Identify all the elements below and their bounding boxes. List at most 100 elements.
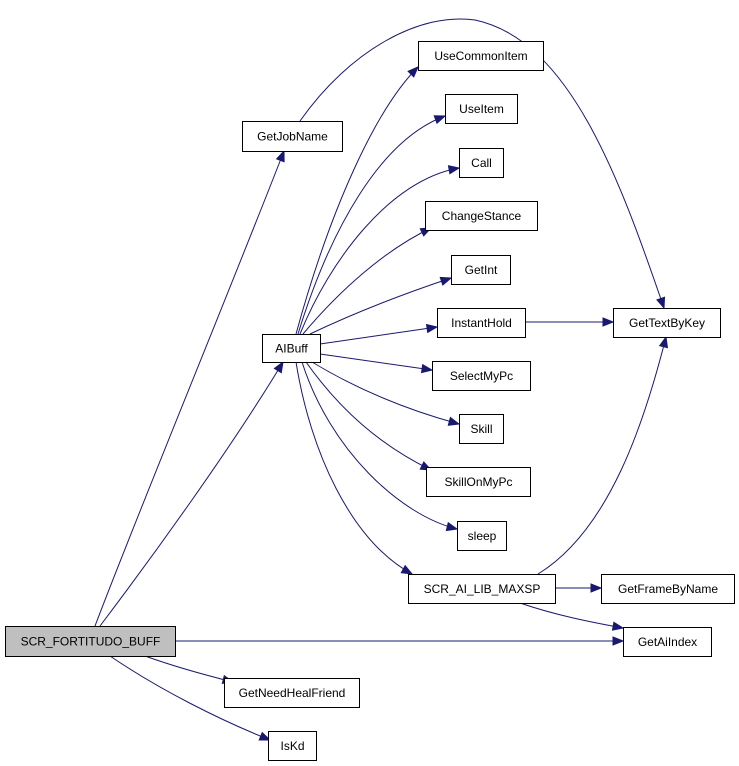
edge-line (299, 18, 665, 309)
arrowhead-icon (611, 621, 625, 631)
node-label: GetTextByKey (629, 316, 705, 330)
node-box[interactable] (262, 334, 321, 363)
arrowhead-icon (447, 165, 461, 175)
node-box[interactable] (5, 626, 176, 657)
node-box[interactable] (418, 41, 544, 71)
node-label: GetFrameByName (618, 582, 718, 596)
node-sleep[interactable]: sleep (457, 521, 507, 551)
node-label: Skill (470, 422, 492, 436)
node-label: sleep (468, 529, 497, 543)
edge-line (302, 227, 432, 335)
arrowhead-icon (447, 416, 461, 426)
node-label: SCR_FORTITUDO_BUFF (21, 635, 161, 649)
edge-line (295, 66, 419, 335)
arrowhead-icon (658, 335, 669, 349)
node-box[interactable] (408, 574, 556, 604)
edge-line (297, 115, 446, 335)
node-skill[interactable]: Skill (459, 414, 504, 444)
node-box[interactable] (601, 574, 735, 604)
node-getframebyname[interactable]: GetFrameByName (601, 574, 735, 604)
edge-GetJobName-to-GetTextByKey (299, 18, 666, 310)
edge-AIBuff-to-sleep (301, 361, 459, 532)
edge-AIBuff-to-ChangeStance (302, 227, 433, 335)
arrowhead-icon (656, 296, 666, 310)
node-box[interactable] (437, 308, 526, 338)
edge-AIBuff-to-SCR_AI_LIB_MAXSP (295, 361, 414, 575)
node-scr-ai-lib-maxsp[interactable]: SCR_AI_LIB_MAXSP (408, 574, 556, 604)
edge-AIBuff-to-SkillOnMyPc (305, 361, 433, 471)
edge-InstantHold-to-GetTextByKey (525, 317, 615, 327)
edges-layer (94, 18, 669, 741)
edge-line (295, 361, 413, 575)
node-selectmypc[interactable]: SelectMyPc (432, 361, 531, 391)
edge-SCR_FORTITUDO_BUFF-to-GetNeedHealFriend (144, 655, 235, 685)
arrowhead-icon (420, 363, 434, 374)
node-box[interactable] (445, 94, 518, 124)
node-scr-fortitudo-buff[interactable]: SCR_FORTITUDO_BUFF (5, 626, 176, 657)
node-aibuff[interactable]: AIBuff (262, 334, 321, 363)
edge-AIBuff-to-Skill (311, 361, 461, 426)
node-iskd[interactable]: IsKd (268, 731, 317, 761)
node-box[interactable] (623, 627, 712, 657)
edge-line (519, 602, 624, 629)
node-usecommonitem[interactable]: UseCommonItem (418, 41, 544, 71)
edge-line (537, 336, 667, 575)
edge-AIBuff-to-SelectMyPc (319, 353, 434, 374)
node-gettextbykey[interactable]: GetTextByKey (613, 308, 721, 338)
node-label: SkillOnMyPc (444, 475, 512, 489)
arrowhead-icon (612, 636, 625, 646)
edge-SCR_FORTITUDO_BUFF-to-IsKd (109, 655, 272, 741)
node-box[interactable] (242, 121, 343, 152)
node-label: InstantHold (451, 316, 512, 330)
node-call[interactable]: Call (459, 148, 504, 178)
arrowhead-icon (445, 521, 459, 532)
node-label: GetJobName (257, 130, 328, 144)
edge-SCR_FORTITUDO_BUFF-to-GetJobName (94, 149, 285, 627)
arrowhead-icon (400, 564, 414, 575)
edge-AIBuff-to-Call (299, 165, 461, 335)
node-label: GetAiIndex (638, 635, 697, 649)
arrowhead-icon (439, 276, 453, 286)
edge-line (299, 167, 460, 335)
edge-line (319, 353, 433, 371)
edge-line (109, 655, 271, 741)
node-box[interactable] (268, 731, 317, 761)
node-getneedhealfriend[interactable]: GetNeedHealFriend (224, 678, 360, 708)
arrowhead-icon (275, 149, 285, 163)
node-box[interactable] (459, 148, 504, 178)
node-label: ChangeStance (442, 209, 522, 223)
node-box[interactable] (425, 201, 538, 231)
node-getjobname[interactable]: GetJobName (242, 121, 343, 152)
node-label: Call (471, 156, 492, 170)
node-box[interactable] (451, 255, 511, 285)
edge-SCR_FORTITUDO_BUFF-to-GetAiIndex (175, 636, 625, 646)
edge-line (144, 655, 234, 683)
node-instanthold[interactable]: InstantHold (437, 308, 526, 338)
node-useitem[interactable]: UseItem (445, 94, 518, 124)
edge-SCR_AI_LIB_MAXSP-to-GetFrameByName (555, 583, 603, 593)
node-box[interactable] (224, 678, 360, 708)
edge-line (99, 361, 284, 627)
arrowhead-icon (602, 317, 615, 327)
edge-line (301, 361, 458, 530)
edge-SCR_AI_LIB_MAXSP-to-GetAiIndex (519, 602, 625, 631)
node-box[interactable] (432, 361, 531, 391)
arrowhead-icon (425, 323, 439, 334)
node-label: IsKd (280, 739, 304, 753)
node-getint[interactable]: GetInt (451, 255, 511, 285)
node-skillonmypc[interactable]: SkillOnMyPc (426, 467, 531, 497)
node-box[interactable] (459, 414, 504, 444)
node-box[interactable] (426, 467, 531, 497)
arrowhead-icon (407, 66, 419, 78)
node-label: SelectMyPc (450, 369, 513, 383)
node-changestance[interactable]: ChangeStance (425, 201, 538, 231)
node-label: UseCommonItem (434, 49, 527, 63)
node-box[interactable] (457, 521, 507, 551)
node-getaiindex[interactable]: GetAiIndex (623, 627, 712, 657)
edge-AIBuff-to-UseCommonItem (295, 66, 419, 335)
edge-AIBuff-to-GetInt (309, 276, 453, 335)
arrowhead-icon (590, 583, 603, 593)
node-box[interactable] (613, 308, 721, 338)
